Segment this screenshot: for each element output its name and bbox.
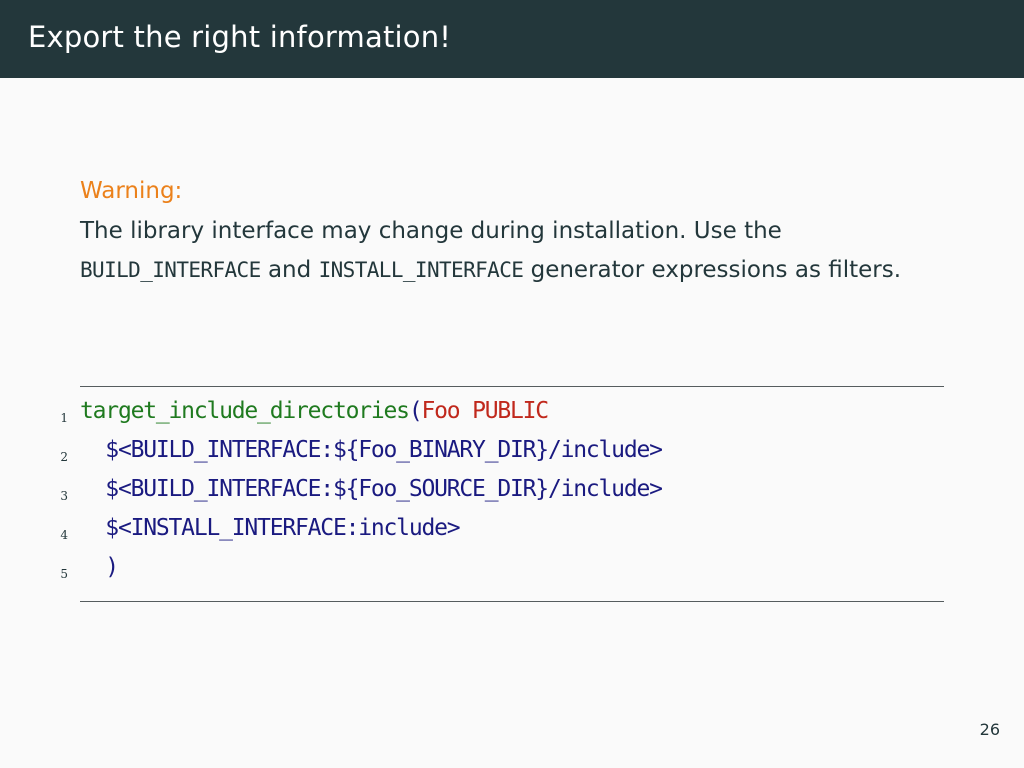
line-number: 1 [60,411,68,425]
warning-block: Warning: The library interface may chang… [80,172,960,291]
code-function-name: target_include_directories [80,398,410,424]
code-paren: ( [408,398,423,424]
code-rule-bottom [80,601,944,602]
code-line: 3 $<BUILD_INTERFACE:${Foo_SOURCE_DIR}/in… [0,476,1024,514]
warning-code-install-interface: INSTALL_INTERFACE [318,258,524,282]
warning-body: The library interface may change during … [80,212,960,291]
warning-text-part3: generator expressions as filters. [523,257,902,283]
warning-text-part2: and [260,257,319,283]
title-bar: Export the right information! [0,0,1024,78]
warning-code-build-interface: BUILD_INTERFACE [80,258,261,282]
code-text: $<INSTALL_INTERFACE:include> [80,515,460,541]
line-number: 5 [60,567,68,581]
page-number: 26 [979,720,1000,739]
code-line: 5 ) [0,554,1024,592]
code-text: $<BUILD_INTERFACE:${Foo_BINARY_DIR}/incl… [80,437,663,463]
code-text: target_include_directories(Foo PUBLIC [80,398,549,424]
code-text: ) [80,554,119,580]
code-line: 1 target_include_directories(Foo PUBLIC [0,398,1024,436]
code-line: 4 $<INSTALL_INTERFACE:include> [0,515,1024,553]
slide-title: Export the right information! [28,20,452,54]
code-rule-top [80,386,944,387]
warning-text-part1: The library interface may change during … [80,217,782,244]
line-number: 4 [60,528,68,542]
code-text: $<BUILD_INTERFACE:${Foo_SOURCE_DIR}/incl… [80,476,663,502]
line-number: 3 [60,489,68,503]
code-line: 2 $<BUILD_INTERFACE:${Foo_BINARY_DIR}/in… [0,437,1024,475]
line-number: 2 [60,450,68,464]
code-arguments: Foo PUBLIC [421,398,549,424]
warning-heading: Warning: [80,178,183,204]
